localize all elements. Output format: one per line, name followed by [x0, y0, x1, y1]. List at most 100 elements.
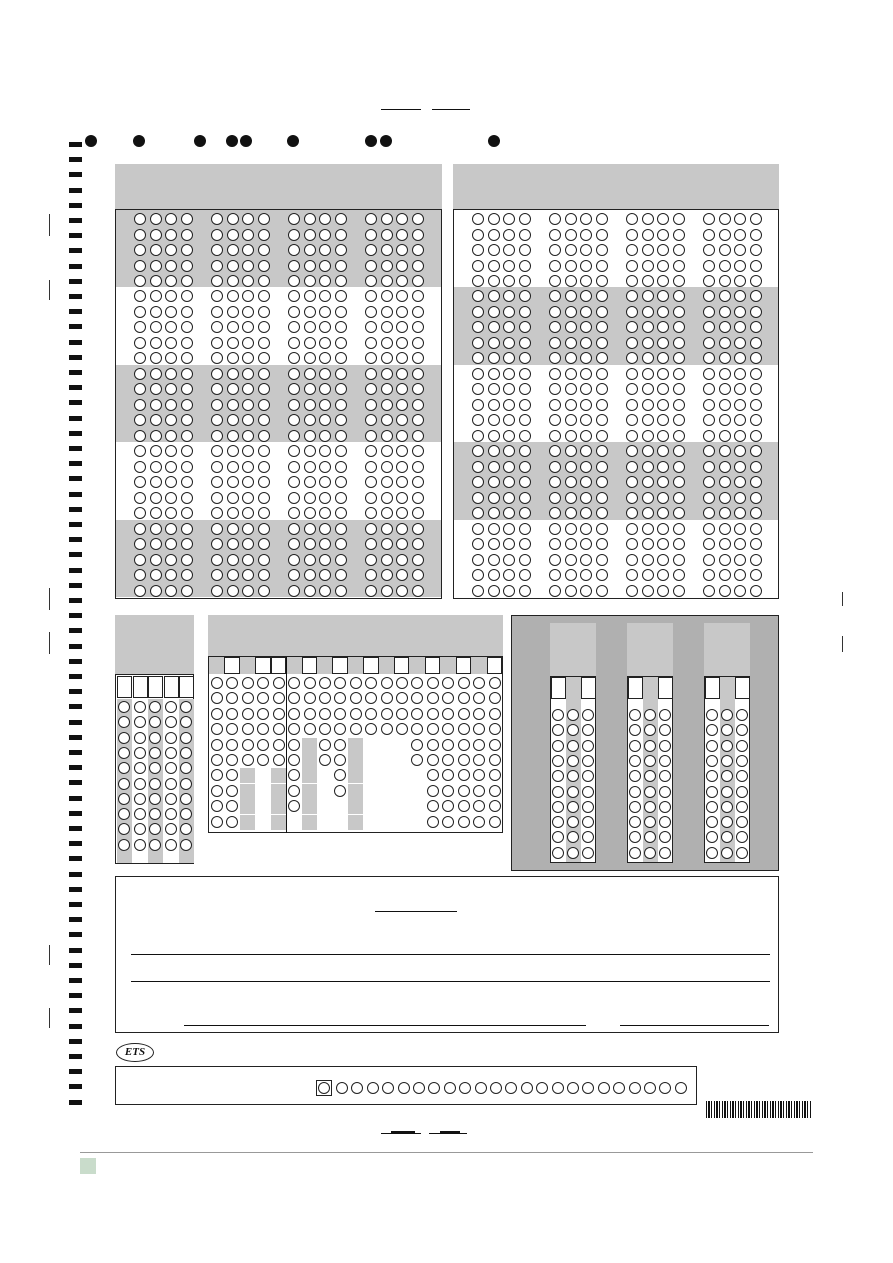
answer-bubble[interactable]	[118, 701, 130, 713]
answer-bubble[interactable]	[442, 815, 455, 828]
answer-bubble[interactable]	[626, 228, 638, 241]
strip-bubble[interactable]	[644, 1082, 656, 1094]
answer-bubble[interactable]	[241, 738, 254, 751]
answer-bubble[interactable]	[626, 460, 638, 473]
answer-bubble[interactable]	[165, 522, 177, 535]
answer-bubble[interactable]	[626, 584, 638, 597]
answer-bubble[interactable]	[288, 569, 300, 582]
answer-bubble[interactable]	[736, 754, 748, 767]
answer-bubble[interactable]	[180, 460, 193, 473]
answer-bubble[interactable]	[257, 522, 270, 535]
answer-bubble[interactable]	[595, 414, 608, 427]
answer-bubble[interactable]	[180, 746, 192, 759]
answer-bubble[interactable]	[211, 290, 223, 303]
answer-bubble[interactable]	[396, 569, 408, 582]
answer-bubble[interactable]	[380, 445, 393, 458]
answer-bubble[interactable]	[257, 259, 270, 272]
answer-bubble[interactable]	[396, 213, 408, 225]
answer-bubble[interactable]	[257, 228, 270, 241]
answer-bubble[interactable]	[487, 383, 500, 396]
answer-bubble[interactable]	[242, 367, 254, 380]
answer-bubble[interactable]	[257, 336, 270, 349]
answer-bubble[interactable]	[241, 677, 254, 689]
answer-bubble[interactable]	[242, 259, 254, 272]
answer-bubble[interactable]	[749, 259, 762, 272]
answer-bubble[interactable]	[564, 259, 577, 272]
answer-bubble[interactable]	[396, 367, 408, 380]
answer-bubble[interactable]	[518, 398, 531, 411]
answer-bubble[interactable]	[426, 707, 439, 720]
answer-bubble[interactable]	[180, 445, 193, 458]
answer-bubble[interactable]	[472, 553, 484, 566]
answer-bubble[interactable]	[165, 352, 177, 365]
answer-bubble[interactable]	[657, 228, 669, 241]
answer-bubble[interactable]	[303, 429, 316, 442]
answer-bubble[interactable]	[580, 213, 592, 225]
answer-bubble[interactable]	[518, 584, 531, 597]
answer-bubble[interactable]	[411, 429, 424, 442]
answer-bubble[interactable]	[211, 305, 223, 318]
answer-bubble[interactable]	[672, 398, 685, 411]
answer-bubble[interactable]	[749, 460, 762, 473]
answer-bubble[interactable]	[303, 677, 316, 689]
answer-bubble[interactable]	[180, 538, 193, 551]
answer-bubble[interactable]	[487, 569, 500, 582]
answer-bubble[interactable]	[257, 692, 270, 705]
answer-bubble[interactable]	[133, 838, 146, 851]
answer-bubble[interactable]	[164, 746, 177, 759]
answer-bubble[interactable]	[657, 460, 669, 473]
answer-bubble[interactable]	[211, 336, 223, 349]
answer-bubble[interactable]	[657, 290, 669, 303]
answer-bubble[interactable]	[365, 305, 377, 318]
answer-bubble[interactable]	[211, 754, 223, 766]
answer-bubble[interactable]	[580, 321, 592, 334]
answer-bubble[interactable]	[718, 429, 731, 442]
answer-bubble[interactable]	[734, 476, 746, 489]
answer-bubble[interactable]	[303, 692, 316, 705]
answer-bubble[interactable]	[134, 305, 146, 318]
answer-bubble[interactable]	[180, 792, 192, 805]
answer-bubble[interactable]	[457, 707, 470, 720]
answer-bubble[interactable]	[334, 445, 347, 458]
answer-bubble[interactable]	[211, 815, 223, 828]
answer-bubble[interactable]	[211, 213, 223, 225]
answer-bubble[interactable]	[749, 352, 762, 365]
answer-bubble[interactable]	[644, 739, 656, 752]
answer-bubble[interactable]	[749, 429, 762, 442]
answer-bubble[interactable]	[226, 522, 239, 535]
answer-bubble[interactable]	[736, 846, 748, 859]
answer-bubble[interactable]	[118, 731, 130, 744]
answer-bubble[interactable]	[303, 290, 316, 303]
answer-bubble[interactable]	[657, 213, 669, 225]
answer-bubble[interactable]	[703, 522, 715, 535]
answer-bubble[interactable]	[257, 553, 270, 566]
answer-bubble[interactable]	[659, 816, 671, 829]
answer-bubble[interactable]	[257, 352, 270, 365]
answer-bubble[interactable]	[718, 460, 731, 473]
answer-bubble[interactable]	[629, 724, 641, 737]
answer-bubble[interactable]	[226, 305, 239, 318]
answer-bubble[interactable]	[411, 275, 424, 287]
answer-bubble[interactable]	[257, 507, 270, 520]
answer-bubble[interactable]	[411, 305, 424, 318]
answer-bubble[interactable]	[672, 367, 685, 380]
answer-bubble[interactable]	[629, 846, 641, 859]
answer-bubble[interactable]	[626, 553, 638, 566]
answer-bubble[interactable]	[549, 305, 561, 318]
answer-bubble[interactable]	[549, 538, 561, 551]
answer-bubble[interactable]	[472, 244, 484, 256]
answer-bubble[interactable]	[319, 569, 331, 582]
answer-bubble[interactable]	[334, 754, 347, 766]
answer-bubble[interactable]	[303, 723, 316, 736]
answer-bubble[interactable]	[626, 259, 638, 272]
answer-bubble[interactable]	[706, 724, 718, 737]
answer-bubble[interactable]	[595, 290, 608, 303]
answer-bubble[interactable]	[718, 321, 731, 334]
answer-bubble[interactable]	[473, 800, 486, 813]
answer-bubble[interactable]	[226, 414, 239, 427]
answer-bubble[interactable]	[718, 522, 731, 535]
answer-bubble[interactable]	[411, 584, 424, 597]
answer-bubble[interactable]	[659, 770, 671, 783]
answer-bubble[interactable]	[380, 290, 393, 303]
write-in-cell[interactable]	[148, 676, 163, 698]
